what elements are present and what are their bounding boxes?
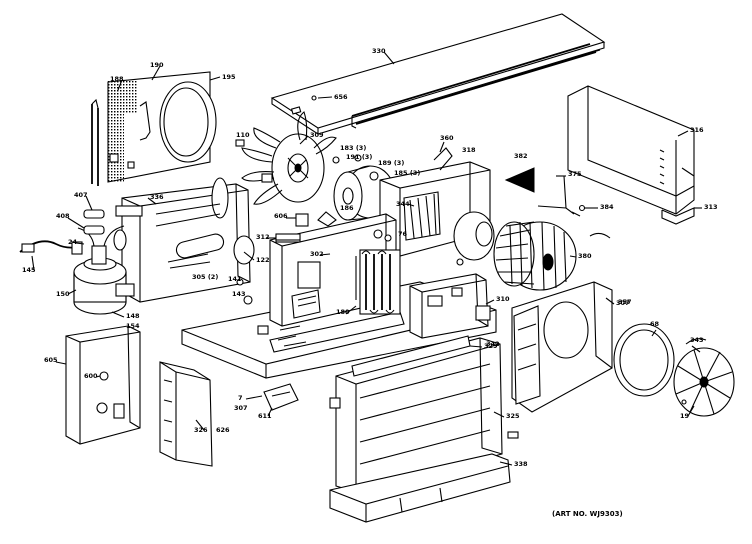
label-186: 186 [340,204,354,212]
side-rail [159,361,213,467]
label-310: 310 [496,295,510,303]
art-number: (ART NO. WJ9303) [552,510,623,518]
label-148: 148 [126,312,140,320]
part-labels: 330 656 188 190 195 110 309 183 (3) 191 … [22,47,718,518]
label-307: 307 [616,299,630,307]
label-141: 141 [228,275,242,283]
label-316: 316 [690,126,704,134]
label-407: 407 [74,191,88,199]
label-195: 195 [222,73,236,81]
label-313: 313 [704,203,718,211]
fan-orifice-ring [613,323,675,397]
label-24: 24 [68,238,78,246]
label-325: 325 [506,412,520,420]
label-326: 326 [194,426,208,434]
indoor-fan-wheel [673,338,735,417]
label-189: 189 (3) [378,159,404,167]
label-312: 312 [256,233,270,241]
label-318: 318 [462,146,476,154]
label-343: 343 [690,336,704,344]
label-626: 626 [216,426,230,434]
label-190: 190 [150,61,164,69]
label-342: 342 [486,340,500,348]
label-145: 145 [22,266,36,274]
label-344: 344 [396,200,410,208]
label-76: 76 [398,230,408,238]
evaporator-coil [355,229,401,315]
label-183: 183 (3) [340,144,366,152]
small-hardware [235,139,337,305]
label-154: 154 [126,322,140,330]
control-bracket [115,177,251,303]
label-309: 309 [310,131,324,139]
label-150: 150 [56,290,70,298]
label-188: 188 [110,75,124,83]
label-110: 110 [236,131,250,139]
label-600: 600 [84,372,98,380]
condenser-grille [91,71,217,186]
label-375: 375 [568,170,582,178]
top-cover-panel [270,13,606,135]
label-302: 302 [310,250,324,258]
label-191: 191 (3) [346,153,372,161]
retaining-clip [263,383,299,411]
front-base-rail [329,453,511,523]
label-360: 360 [440,134,454,142]
label-384: 384 [600,203,614,211]
label-408: 408 [56,212,70,220]
label-305a: 305 (2) [192,273,218,281]
label-329: 329 [484,342,498,350]
label-656: 656 [334,93,348,101]
label-122: 122 [256,256,270,264]
label-336: 336 [150,193,164,201]
label-611: 611 [258,412,272,420]
blower-scroll-panel [511,281,613,413]
label-382: 382 [514,152,528,160]
front-panel-left [65,325,141,445]
terminal-box [409,273,491,339]
label-143: 143 [232,290,246,298]
label-338: 338 [514,460,528,468]
label-185: 185 (3) [394,169,420,177]
label-357: 357 [618,298,632,306]
label-380: 380 [578,252,592,260]
leader-lines [31,51,702,466]
label-68: 68 [650,320,660,328]
label-180: 180 [336,308,350,316]
blower-wheel [493,221,577,291]
label-7: 7 [238,394,243,402]
label-19: 19 [680,412,690,420]
accumulator [167,233,255,269]
compressor [19,209,135,315]
side-panel-right [567,85,695,225]
label-606: 606 [274,212,288,220]
label-330: 330 [372,47,386,55]
label-605: 605 [44,356,58,364]
condenser-fan-blade [241,111,337,205]
label-307b: 307 [234,404,248,412]
